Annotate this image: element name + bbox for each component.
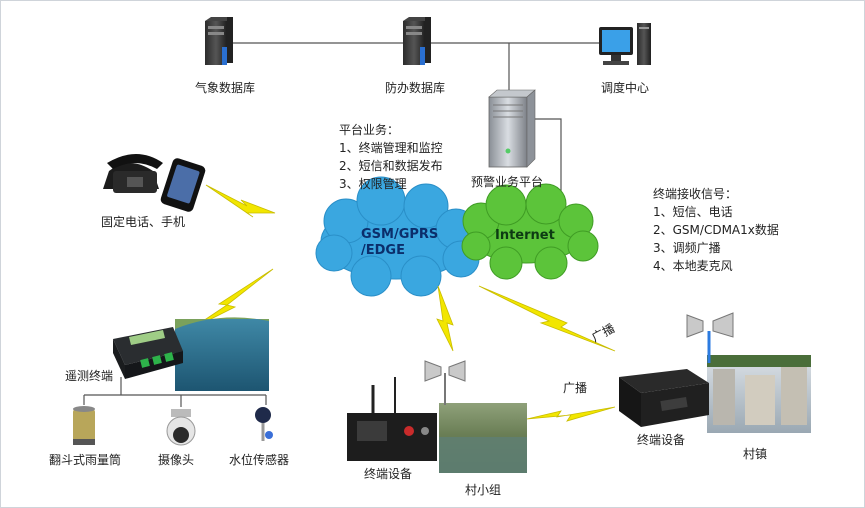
broadcast-label: 广播 bbox=[563, 381, 588, 395]
dispatch-computer-icon bbox=[599, 23, 651, 65]
terminal-signal-item: 3、调频广播 bbox=[653, 241, 721, 255]
town-terminal-icon bbox=[619, 369, 709, 427]
terminal-signals-title: 终端接收信号： bbox=[653, 187, 738, 201]
town-terminal-label: 终端设备 bbox=[637, 433, 686, 447]
weather-db-label: 气象数据库 bbox=[195, 81, 256, 95]
weather-db-server-icon bbox=[205, 17, 233, 65]
platform-service-item: 2、短信和数据发布 bbox=[339, 159, 443, 173]
lake-photo bbox=[175, 319, 269, 391]
platform-service-item: 3、权限管理 bbox=[339, 177, 407, 191]
internet-cloud bbox=[461, 183, 599, 280]
phones-label: 固定电话、手机 bbox=[101, 215, 186, 229]
internet-cloud-text: Internet bbox=[495, 228, 555, 243]
terminal-signal-item: 4、本地麦克风 bbox=[653, 259, 733, 273]
camera-label: 摄像头 bbox=[158, 453, 195, 467]
town-label: 村镇 bbox=[743, 447, 768, 461]
warning-platform-server-icon bbox=[488, 89, 536, 168]
terminal-signals-note: 终端接收信号： 1、短信、电话 2、GSM/CDMA1x数据 3、调频广播 4、… bbox=[653, 185, 779, 275]
town-loudspeaker-icon bbox=[686, 312, 734, 363]
gsm-line2: /EDGE bbox=[361, 243, 405, 258]
telemetry-label: 遥测终端 bbox=[65, 369, 114, 383]
village-terminal-icon bbox=[347, 377, 437, 461]
water-sensor-label: 水位传感器 bbox=[229, 453, 290, 467]
water-level-sensor-icon bbox=[255, 407, 273, 441]
telemetry-terminal-icon bbox=[113, 327, 183, 379]
rain-gauge-icon bbox=[73, 406, 95, 445]
terminal-signal-item: 1、短信、电话 bbox=[653, 205, 733, 219]
gsm-cloud-text: GSM/GPRS /EDGE bbox=[361, 227, 438, 259]
rain-gauge-label: 翻斗式雨量筒 bbox=[49, 453, 122, 467]
platform-services-title: 平台业务： bbox=[339, 123, 400, 137]
flood-db-label: 防办数据库 bbox=[385, 81, 446, 95]
village-loudspeaker-icon bbox=[424, 360, 466, 405]
mobile-phone-icon bbox=[160, 158, 206, 212]
warning-platform-label: 预警业务平台 bbox=[471, 175, 544, 189]
camera-icon bbox=[166, 409, 196, 446]
phone-icon bbox=[103, 154, 163, 193]
gsm-cloud bbox=[315, 176, 480, 297]
dispatch-label: 调度中心 bbox=[601, 81, 650, 95]
platform-service-item: 1、终端管理和监控 bbox=[339, 141, 443, 155]
terminal-signal-item: 2、GSM/CDMA1x数据 bbox=[653, 223, 779, 237]
village-group-label: 村小组 bbox=[465, 483, 502, 497]
flood-db-server-icon bbox=[403, 17, 431, 65]
platform-services-note: 平台业务： 1、终端管理和监控 2、短信和数据发布 3、权限管理 bbox=[339, 121, 443, 193]
village-terminal-label: 终端设备 bbox=[364, 467, 413, 481]
gsm-line1: GSM/GPRS bbox=[361, 227, 439, 242]
